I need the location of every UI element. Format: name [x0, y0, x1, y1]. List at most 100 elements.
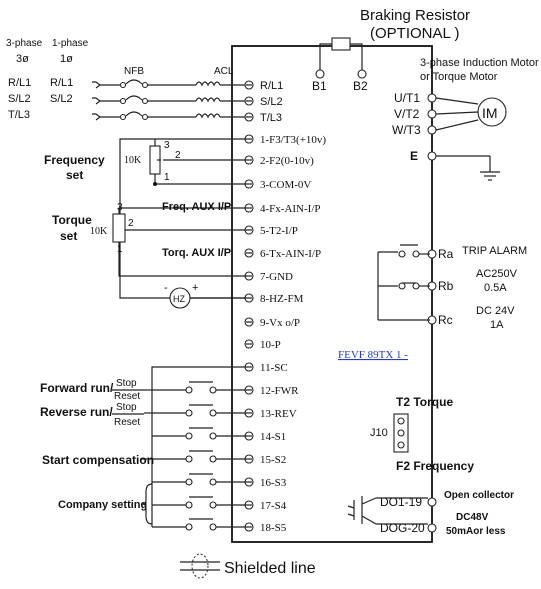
torque-pot-pin3: 3 — [117, 202, 123, 213]
supply-r-left: R/L1 — [8, 77, 31, 89]
terminal-f3-label: 1-F3/T3(+10v) — [260, 134, 326, 146]
left-terminal-strip: R/L1S/L2T/L31-F3/T3(+10v)2-F2(0-10v)3-CO… — [118, 80, 326, 534]
switch-s4-contact-a — [185, 501, 193, 509]
braking-wire-right — [350, 43, 363, 70]
label-3-phase: 3-phase — [6, 38, 43, 49]
terminal-rev-label: 13-REV — [260, 408, 297, 420]
motor-label: IM — [482, 105, 498, 121]
frequency-set-label-2: set — [66, 168, 83, 182]
hz-meter-plus: + — [192, 282, 198, 294]
switch-s5-contact-a — [185, 523, 193, 531]
switch-s2-contact-a — [185, 455, 193, 463]
braking-resistor-symbol — [331, 37, 351, 51]
torque-set-label-1: Torque — [52, 213, 92, 227]
switch-fwr-contact-b — [209, 386, 217, 394]
company-setting-label: Company setting — [58, 499, 147, 511]
terminal-s2-label: 15-S2 — [260, 454, 286, 466]
reverse-stop-label: Stop — [116, 402, 137, 413]
current-limit-label: 50mAor less — [446, 526, 506, 537]
open-collector-label: Open collector — [444, 490, 514, 501]
terminal-b2 — [357, 69, 367, 79]
dc-rating-2: 1A — [490, 319, 504, 331]
frequency-pot-pin2: 2 — [175, 150, 181, 161]
switch-s5-contact-b — [209, 523, 217, 531]
label-b1: B1 — [312, 79, 327, 93]
torque-pot-top-wire — [118, 207, 246, 214]
forward-run-label: Forward run/ — [40, 381, 114, 395]
dc-rating-1: DC 24V — [476, 305, 515, 317]
switch-rev-contact-a — [185, 409, 193, 417]
terminal-do1-screw — [427, 497, 437, 507]
terminal-v-screw — [427, 109, 437, 119]
terminal-t2-label: 5-T2-I/P — [260, 225, 298, 237]
terminal-t-label: T/L3 — [260, 112, 282, 124]
torq-aux-input-label: Torq. AUX I/P — [162, 247, 231, 259]
terminal-do1-label: DO1-19 — [380, 495, 422, 509]
terminal-rc-label: Rc — [438, 313, 453, 327]
torque-pot-bottom-wire — [118, 242, 246, 277]
torque-pot-pin2: 2 — [128, 218, 134, 229]
jumper-pin-1 — [397, 417, 405, 425]
supply-lines — [92, 79, 246, 121]
torque-potentiometer — [112, 213, 126, 243]
terminal-s5-label: 18-S5 — [260, 522, 287, 534]
terminal-s-label: S/L2 — [260, 96, 283, 108]
terminal-w-screw — [427, 125, 437, 135]
model-link[interactable]: FEVF 89TX 1 - — [338, 349, 408, 361]
label-1-phase: 1-phase — [52, 38, 89, 49]
shielded-line-symbol — [180, 553, 220, 579]
motor-title-line2: or Torque Motor — [420, 71, 498, 83]
braking-resistor-title: Braking Resistor — [360, 7, 470, 24]
terminal-u-screw — [427, 93, 437, 103]
freq-aux-input-label: Freq. AUX I/P — [162, 201, 231, 213]
ac-rating-2: 0.5A — [484, 282, 507, 294]
terminal-v-label: V/T2 — [394, 107, 420, 121]
switch-fwr-contact-a — [185, 386, 193, 394]
switch-s2-contact-b — [209, 455, 217, 463]
hz-meter — [169, 287, 191, 309]
ac-rating-1: AC250V — [476, 268, 518, 280]
terminal-r-label: R/L1 — [260, 80, 283, 92]
start-compensation-label: Start compensation — [42, 453, 154, 467]
terminal-s3-label: 16-S3 — [260, 477, 287, 489]
terminal-dog-label: DOG-20 — [380, 521, 425, 535]
terminal-fx-label: 4-Fx-AIN-I/P — [260, 203, 321, 215]
frequency-pot-value: 10K — [124, 155, 142, 166]
company-setting-brace — [141, 483, 153, 525]
terminal-ra-label: Ra — [438, 247, 454, 261]
supply-s-mid: S/L2 — [50, 93, 73, 105]
frequency-pot-pin1: 1 — [164, 172, 170, 183]
switch-rev-contact-b — [209, 409, 217, 417]
switch-s3-contact-a — [185, 478, 193, 486]
reverse-reset-label: Reset — [114, 417, 140, 428]
terminal-com-label: 3-COM-0V — [260, 179, 311, 191]
digital-input-switches — [140, 366, 246, 531]
supply-t-left: T/L3 — [8, 109, 30, 121]
shielded-line-label: Shielded line — [224, 560, 316, 577]
trip-alarm-label: TRIP ALARM — [462, 245, 527, 257]
terminal-gnd-label: 7-GND — [260, 271, 293, 283]
terminal-e-screw — [427, 151, 437, 161]
symbol-3-phase: 3ø — [16, 53, 29, 65]
switch-s1-contact-b — [209, 432, 217, 440]
terminal-hz-label: 8-HZ-FM — [260, 293, 304, 305]
terminal-tx-label: 6-Tx-AIN-I/P — [260, 248, 321, 260]
switch-s3-contact-b — [209, 478, 217, 486]
jumper-j-label: J10 — [370, 427, 388, 439]
label-nfb: NFB — [124, 66, 144, 77]
motor-title-line1: 3-phase Induction Motor — [420, 57, 539, 69]
terminal-p-label: 10-P — [260, 339, 281, 351]
frequency-pot-pin3: 3 — [164, 140, 170, 151]
forward-reset-label: Reset — [114, 391, 140, 402]
reverse-run-label: Reverse run/ — [40, 405, 113, 419]
terminal-fwr-label: 12-FWR — [260, 385, 299, 397]
terminal-vx-label: 9-Vx o/P — [260, 317, 300, 329]
torque-set-label-2: set — [60, 229, 77, 243]
supply-r-mid: R/L1 — [50, 77, 73, 89]
optocoupler-symbol — [347, 496, 428, 525]
hz-meter-minus: - — [164, 282, 168, 294]
terminal-b1 — [315, 69, 325, 79]
terminal-sc-label: 11-SC — [260, 362, 288, 374]
hz-meter-label: HZ — [173, 294, 185, 304]
